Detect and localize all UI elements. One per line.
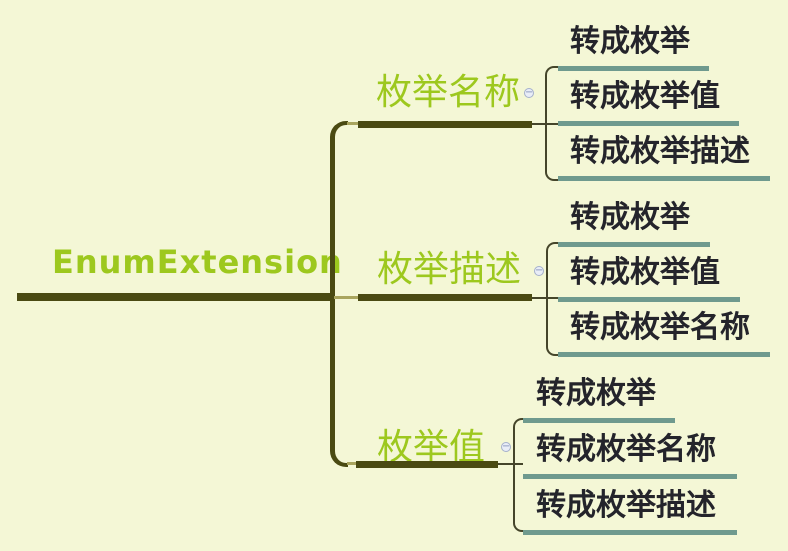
child-connector-bracket (545, 66, 558, 181)
child-node[interactable]: 转成枚举名称 (536, 432, 716, 467)
child-node[interactable]: 转成枚举值 (570, 79, 720, 114)
child-connector-bracket (546, 242, 559, 356)
child-node-underline (558, 352, 770, 357)
child-node[interactable]: 转成枚举描述 (570, 134, 750, 169)
branch-node-enum-description[interactable]: 枚举描述 (377, 249, 522, 290)
branch-underline (356, 461, 498, 468)
child-node-underline (523, 418, 675, 423)
branch-node-enum-name[interactable]: 枚举名称 (376, 72, 521, 113)
child-node-underline (558, 121, 739, 126)
child-node-underline (558, 242, 710, 247)
child-connector-bracket (513, 418, 526, 532)
collapse-toggle[interactable]: − (501, 441, 511, 452)
collapse-toggle[interactable]: − (534, 265, 544, 276)
root-connector-line (17, 293, 332, 301)
child-node-underline (523, 474, 737, 479)
child-node[interactable]: 转成枚举 (536, 376, 656, 411)
child-node-underline (558, 297, 740, 302)
branch-underline (358, 294, 532, 301)
child-node[interactable]: 转成枚举值 (570, 255, 720, 290)
collapse-toggle[interactable]: − (524, 87, 534, 98)
spine-top-connector (347, 122, 360, 125)
child-node-underline (558, 66, 709, 71)
child-node-underline (558, 176, 770, 181)
main-branch-spine (330, 121, 348, 467)
root-node[interactable]: EnumExtension (52, 243, 343, 281)
child-node[interactable]: 转成枚举名称 (570, 310, 750, 345)
child-node[interactable]: 转成枚举 (570, 200, 690, 235)
child-node[interactable]: 转成枚举 (570, 24, 690, 59)
branch-underline (358, 121, 532, 128)
child-node-underline (523, 530, 737, 535)
child-connector-stub (532, 297, 558, 299)
child-node[interactable]: 转成枚举描述 (536, 488, 716, 523)
spine-bottom-connector (347, 462, 359, 465)
child-connector-stub (498, 463, 523, 465)
spine-middle-connector (334, 296, 360, 299)
